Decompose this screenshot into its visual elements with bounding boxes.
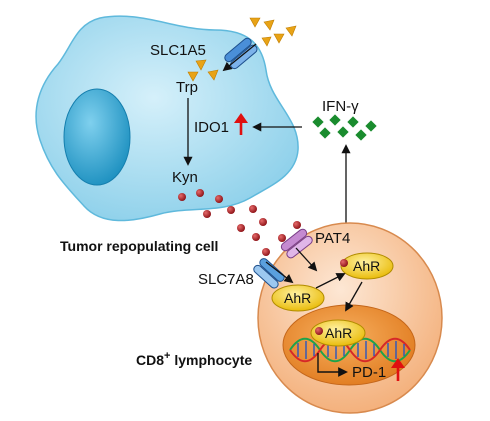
ahr-nucleus-label: AhR — [325, 325, 352, 341]
kyn-nuclear-dot — [315, 327, 323, 335]
slc1a5-label: SLC1A5 — [150, 42, 206, 59]
kyn-dot — [196, 189, 204, 197]
trp-triangle — [285, 25, 297, 37]
kyn-dot — [215, 195, 223, 203]
ifn-diamond — [329, 114, 341, 126]
trp-triangle — [263, 19, 275, 31]
kyn-dot — [293, 221, 301, 229]
kyn-dot — [237, 224, 245, 232]
ifn-diamond — [365, 120, 377, 132]
tumor-cell-label: Tumor repopulating cell — [60, 238, 218, 254]
cd8-superscript: + — [164, 350, 170, 362]
lymphocyte-label: CD8+ lymphocyte — [136, 350, 252, 368]
ifn-gamma-molecules — [312, 114, 377, 141]
kyn-dot — [249, 205, 257, 213]
tryptophan-triangles — [187, 17, 297, 82]
slc7a8-label: SLC7A8 — [198, 271, 254, 288]
dna-helix-icon — [289, 337, 411, 363]
pat4-import-arrow — [295, 247, 318, 272]
ido1-upregulation-arrow-icon — [234, 113, 248, 135]
ifn-diamond — [312, 116, 324, 128]
kyn-dot — [262, 248, 270, 256]
tumor-nucleus — [63, 88, 131, 186]
pat4-transporter-icon — [280, 228, 313, 259]
slc7a8-transporter-icon — [253, 258, 285, 289]
pd1-upregulation-arrow-icon — [391, 358, 405, 381]
ahr-translocation-arrow — [345, 281, 363, 312]
trp-triangle — [273, 33, 285, 44]
trp-triangle — [195, 59, 207, 71]
kyn-dot — [259, 218, 267, 226]
kyn-dot — [178, 193, 186, 201]
kyn-dot — [203, 210, 211, 218]
trp-label: Trp — [176, 79, 198, 96]
ifn-diamond — [355, 129, 367, 141]
transcription-arrow — [317, 353, 348, 377]
pd1-label: PD-1 — [352, 364, 386, 381]
trp-triangle — [207, 69, 219, 81]
lymphocyte-text: lymphocyte — [170, 352, 252, 368]
kyn-label: Kyn — [172, 169, 198, 186]
ahr-membrane-label: AhR — [284, 290, 311, 306]
kynurenine-dots — [178, 189, 301, 256]
pat4-label: PAT4 — [315, 230, 350, 247]
kyn-bound-dot — [340, 259, 348, 267]
trp-import-arrow — [222, 43, 257, 72]
cd8-text: CD8 — [136, 352, 164, 368]
trp-triangle — [249, 17, 261, 28]
kyn-dot — [278, 234, 286, 242]
ifn-diamond — [319, 127, 331, 139]
ahr-bound-shape — [340, 252, 394, 280]
ahr-nucleus-shape — [310, 319, 366, 347]
trp-triangle — [261, 36, 272, 47]
slc7a8-import-arrow — [265, 261, 294, 284]
ahr-cytoplasm-label: AhR — [353, 258, 380, 274]
ido1-label: IDO1 — [194, 119, 229, 136]
ifn-diamond — [347, 116, 359, 128]
ifn-gamma-label: IFN-γ — [322, 98, 359, 115]
ahr-membrane-shape — [271, 284, 325, 312]
kyn-dot — [227, 206, 235, 214]
kyn-dot — [252, 233, 260, 241]
trp-triangle — [187, 71, 199, 82]
ahr-binding-arrow — [315, 273, 346, 289]
ifn-diamond — [337, 126, 349, 138]
